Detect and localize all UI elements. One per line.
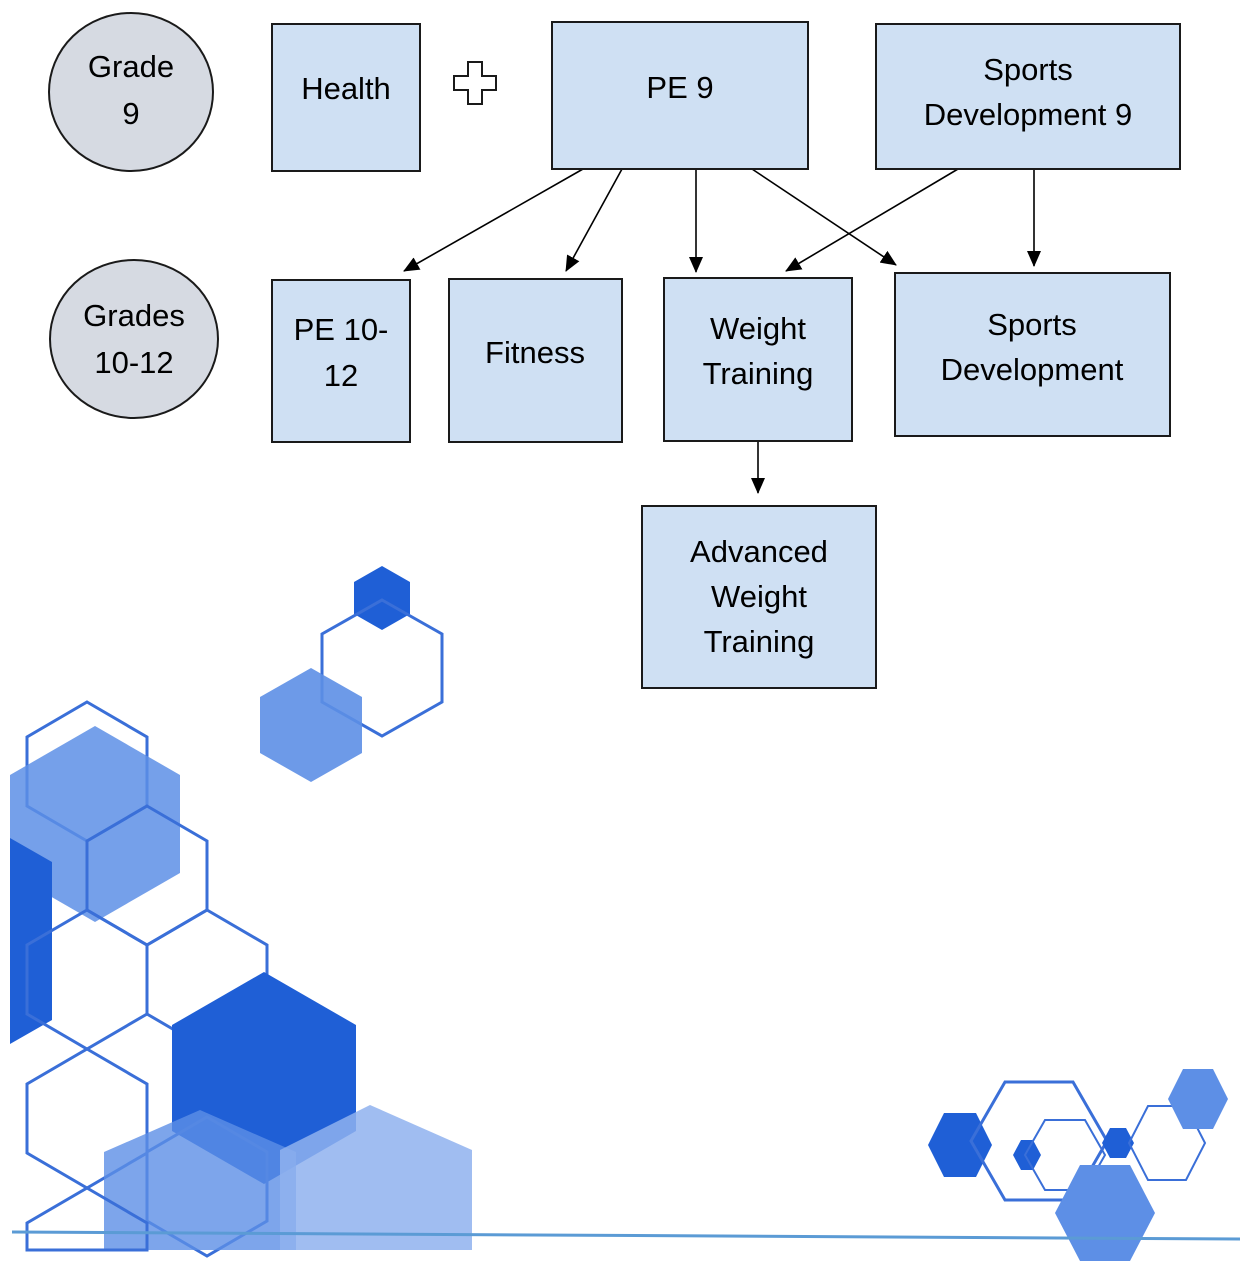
grade-9-line2: 9 <box>122 96 139 131</box>
course-box-advanced-weight-training: Advanced Weight Training <box>641 505 877 689</box>
course-box-sports-development: Sports Development <box>894 272 1171 437</box>
arrow-pe9-to-pe10-12 <box>403 168 584 272</box>
course-label-sports-development-line2: Development <box>941 352 1124 387</box>
course-label-advanced-weight-training-line1: Advanced <box>690 534 828 569</box>
course-label-advanced-weight-training-line3: Training <box>704 624 815 659</box>
arrow-sportsdev9-to-weight-training <box>785 168 959 272</box>
course-label-fitness: Fitness <box>485 335 585 370</box>
course-label-pe10-12-line1: PE 10- <box>294 312 389 347</box>
course-label-sports-development-line1: Sports <box>987 307 1077 342</box>
plus-icon <box>453 61 497 105</box>
course-box-pe10-12: PE 10- 12 <box>271 279 411 443</box>
course-label-weight-training-line2: Training <box>703 356 814 391</box>
course-label-pe10-12-line2: 12 <box>324 358 358 393</box>
grades-10-12-line1: Grades <box>83 298 185 333</box>
course-label-pe9: PE 9 <box>646 70 713 105</box>
arrow-pe9-to-fitness <box>565 168 623 272</box>
grades-10-12-circle: Grades 10-12 <box>49 259 219 419</box>
course-box-fitness: Fitness <box>448 278 623 443</box>
course-box-sports-development-9: Sports Development 9 <box>875 23 1181 170</box>
course-box-health: Health <box>271 23 421 172</box>
hexagon-pattern-icon <box>10 566 1241 1261</box>
course-label-health: Health <box>301 71 391 106</box>
arrow-pe9-to-sports-development <box>751 168 897 266</box>
grade-9-circle: Grade 9 <box>48 12 214 172</box>
connectors <box>403 168 1041 494</box>
course-label-weight-training-line1: Weight <box>710 311 806 346</box>
course-box-pe9: PE 9 <box>551 21 809 170</box>
course-label-sports-development-9-line2: Development 9 <box>924 97 1133 132</box>
course-label-advanced-weight-training-line2: Weight <box>711 579 807 614</box>
grades-10-12-line2: 10-12 <box>94 345 173 380</box>
course-box-weight-training: Weight Training <box>663 277 853 442</box>
course-label-sports-development-9-line1: Sports <box>983 52 1073 87</box>
grade-9-line1: Grade <box>88 49 174 84</box>
